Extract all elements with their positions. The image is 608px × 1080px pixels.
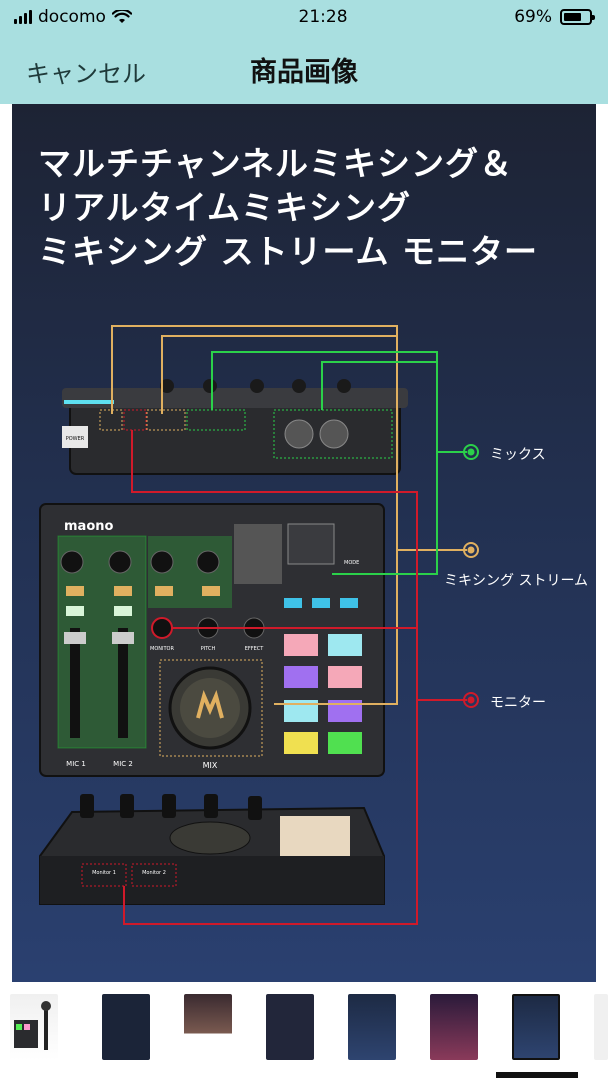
- rear-panel-device: POWER: [62, 379, 408, 475]
- power-label: POWER: [66, 436, 85, 442]
- status-left: docomo: [14, 7, 132, 27]
- monitor-marker: [463, 692, 479, 708]
- thumbnail[interactable]: [594, 994, 608, 1060]
- monitor-knob-label: MONITOR: [150, 646, 174, 652]
- effect-knob-label: EFFECT: [245, 646, 265, 652]
- thumbnail[interactable]: [430, 994, 478, 1060]
- monitor2-label: Monitor 2: [142, 870, 166, 876]
- carrier-label: docomo: [38, 7, 106, 27]
- callout-monitor: モニター: [490, 695, 546, 711]
- thumbnail[interactable]: [266, 994, 314, 1060]
- thumbnail-strip: [0, 982, 608, 1080]
- image-headline: マルチチャンネルミキシング＆ リアルタイムミキシング ミキシング ストリーム モ…: [38, 142, 578, 274]
- thumbnail[interactable]: [102, 994, 150, 1060]
- stream-marker: [463, 542, 479, 558]
- nav-bar: 商品画像 キャンセル: [0, 34, 608, 104]
- callout-stream: ミキシング ストリーム: [444, 573, 589, 589]
- mix-label: MIX: [203, 761, 218, 770]
- thumbnail[interactable]: [348, 994, 396, 1060]
- headline-line-3: ミキシング ストリーム モニター: [38, 232, 538, 271]
- headline-line-1: マルチチャンネルミキシング＆: [38, 144, 514, 183]
- headline-line-2: リアルタイムミキシング: [38, 188, 412, 227]
- thumbnail[interactable]: [184, 994, 232, 1060]
- monitor-line: [131, 430, 467, 701]
- top-view-device: maono MIC 1 MIC 2 MONITOR PITCH EFFECT M…: [39, 503, 385, 777]
- mic2-label: MIC 2: [113, 760, 133, 768]
- front-view-device: Monitor 1 Monitor 2: [39, 794, 385, 905]
- mic1-label: MIC 1: [66, 760, 86, 768]
- device-illustration: POWER maono MIC 1 MIC 2 MONITOR: [39, 325, 479, 925]
- cancel-button[interactable]: キャンセル: [26, 60, 146, 88]
- status-right: 69%: [514, 7, 595, 27]
- status-bar: docomo 21:28 69%: [0, 0, 608, 34]
- mix-line: [211, 351, 467, 453]
- callout-mix: ミックス: [490, 447, 546, 463]
- signal-icon: [14, 10, 32, 24]
- thumbnail[interactable]: [10, 994, 58, 1060]
- page-title: 商品画像: [250, 57, 358, 88]
- monitor1-label: Monitor 1: [92, 870, 116, 876]
- mix-marker: [463, 444, 479, 460]
- brand-label: maono: [64, 519, 114, 534]
- battery-percent: 69%: [514, 7, 552, 27]
- pitch-knob-label: PITCH: [201, 646, 216, 652]
- battery-icon: [559, 9, 595, 25]
- time-label: 21:28: [298, 7, 348, 27]
- thumbnail-selection-indicator: [496, 1072, 578, 1078]
- mode-label: MODE: [344, 560, 359, 566]
- product-image[interactable]: マルチチャンネルミキシング＆ リアルタイムミキシング ミキシング ストリーム モ…: [12, 104, 596, 982]
- thumbnail[interactable]: [512, 994, 560, 1060]
- battery-fill: [563, 13, 581, 21]
- stream-line: [111, 325, 398, 705]
- wifi-icon: [111, 10, 132, 23]
